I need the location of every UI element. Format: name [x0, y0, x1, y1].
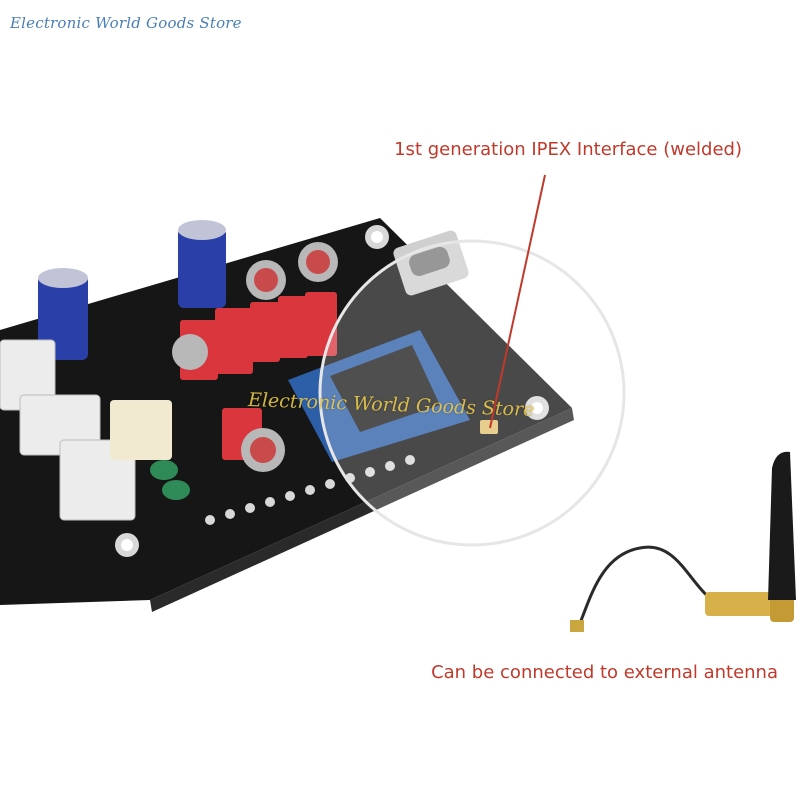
green-inductors	[150, 460, 190, 500]
pin-header-row	[205, 455, 415, 525]
mounting-holes	[115, 225, 549, 557]
blue-capacitors	[38, 220, 226, 360]
antenna-plug	[570, 620, 584, 632]
ipex-interface-label: 1st generation IPEX Interface (welded)	[394, 139, 742, 160]
relay	[110, 400, 172, 460]
highlight-circle	[318, 239, 626, 547]
antenna	[768, 451, 796, 600]
bluetooth-module	[288, 330, 470, 462]
pcb-board	[0, 218, 574, 612]
antenna-cable	[576, 545, 721, 629]
store-watermark-top: Electronic World Goods Store	[10, 14, 242, 32]
usb-c-connector	[393, 230, 469, 296]
small-capacitors	[172, 242, 338, 472]
callout-pointer-line	[489, 174, 546, 429]
external-antenna-label: Can be connected to external antenna	[431, 662, 778, 683]
ipex-connector	[480, 420, 498, 434]
